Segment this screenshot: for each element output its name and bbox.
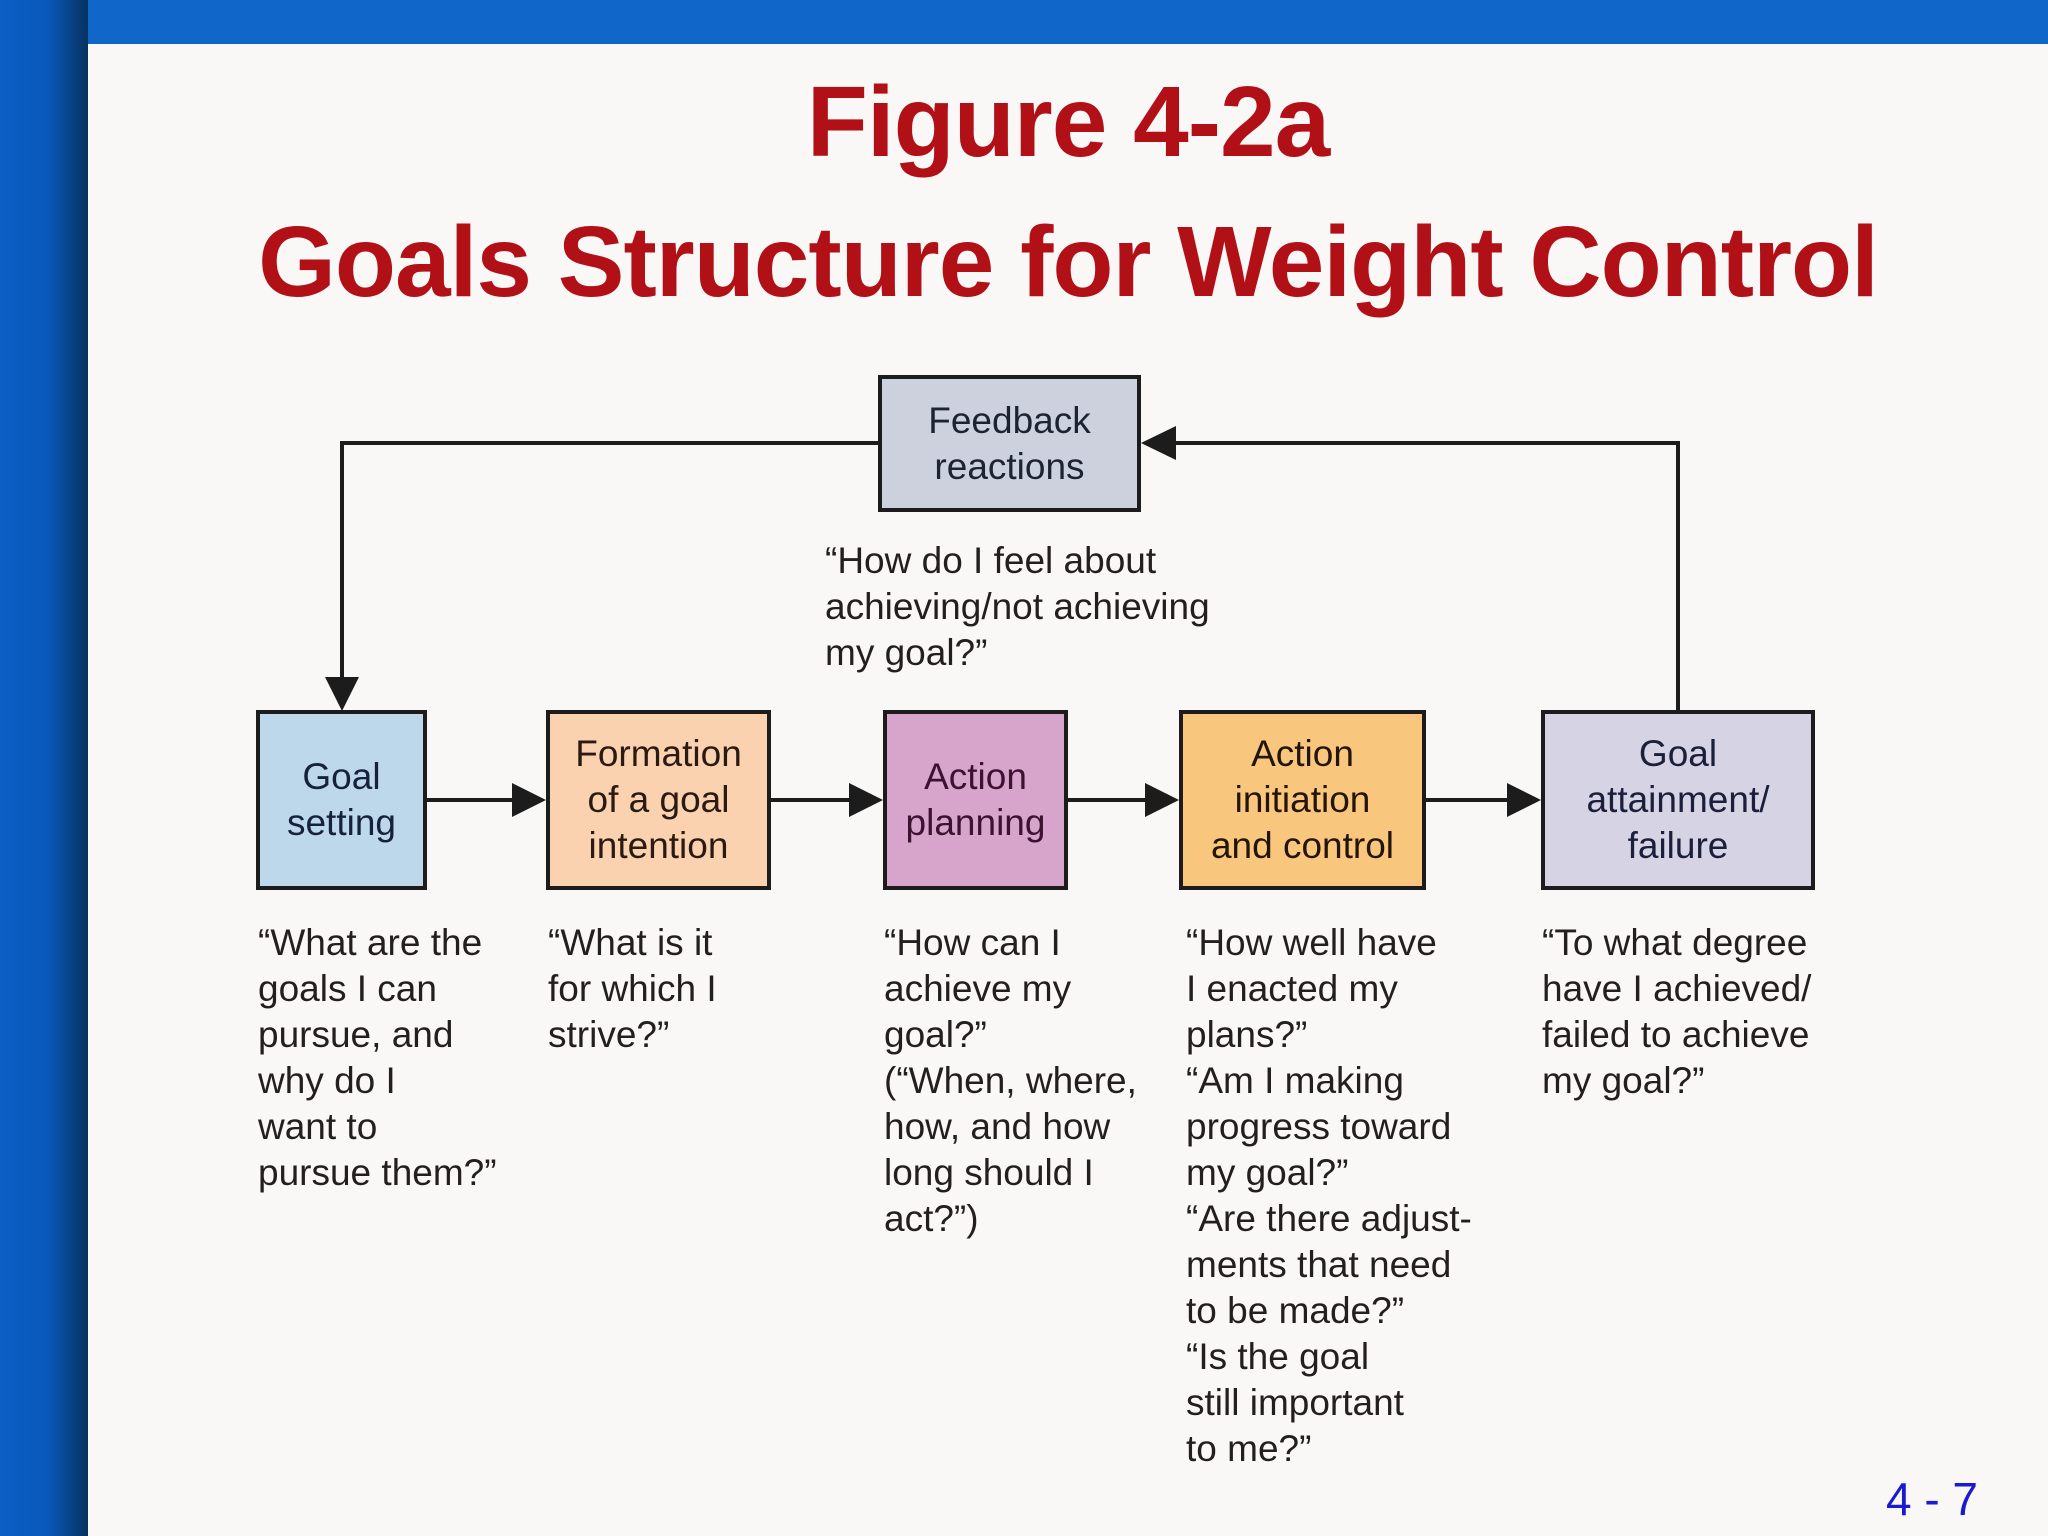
flow-box-label: Feedback reactions [928, 399, 1091, 487]
title-line-1: Figure 4-2a [806, 66, 1331, 178]
flow-box-goal-setting: Goal setting [256, 710, 427, 890]
arrowhead-into-goal-setting [325, 677, 359, 711]
top-accent-bar [88, 0, 2048, 44]
arrowhead-initiation-to-attainment [1507, 783, 1541, 817]
flow-box-label: Action initiation and control [1210, 733, 1395, 866]
flow-box-label: Formation of a goal intention [575, 733, 742, 866]
quote-feedback-reactions: “How do I feel about achieving/not achie… [825, 540, 1210, 673]
flow-box-feedback-reactions: Feedback reactions [878, 375, 1141, 512]
flow-box-goal-attainment: Goal attainment/ failure [1541, 710, 1815, 890]
line-feedback-to-goal-setting [340, 441, 878, 688]
quote-goal-setting: “What are the goals I can pursue, and wh… [258, 922, 497, 1193]
flow-box-action-planning: Action planning [883, 710, 1068, 890]
quote-goal-intention: “What is it for which I strive?” [548, 922, 717, 1055]
arrowhead-action-planning-to-initiation [1145, 783, 1179, 817]
page-number: 4 - 7 [1885, 1473, 1978, 1525]
flow-box-label: Action planning [905, 756, 1046, 843]
quote-action-planning: “How can I achieve my goal?” (“When, whe… [884, 922, 1137, 1239]
flow-box-action-initiation: Action initiation and control [1179, 710, 1426, 890]
arrowhead-into-feedback [1141, 426, 1176, 460]
left-accent-bar [0, 0, 88, 1536]
arrowhead-goal-setting-to-formation [512, 783, 546, 817]
line-attainment-to-feedback [1150, 441, 1680, 712]
quote-action-initiation: “How well have I enacted my plans?” “Am … [1186, 922, 1472, 1469]
flow-box-label: Goal setting [286, 756, 396, 843]
slide-title: Figure 4-2a Goals Structure for Weight C… [88, 52, 2048, 332]
flow-box-goal-intention: Formation of a goal intention [546, 710, 771, 890]
flow-box-label: Goal attainment/ failure [1586, 733, 1770, 866]
arrowhead-formation-to-action-planning [849, 783, 883, 817]
title-line-2: Goals Structure for Weight Control [258, 206, 1879, 318]
quote-goal-attainment: “To what degree have I achieved/ failed … [1542, 922, 1812, 1101]
